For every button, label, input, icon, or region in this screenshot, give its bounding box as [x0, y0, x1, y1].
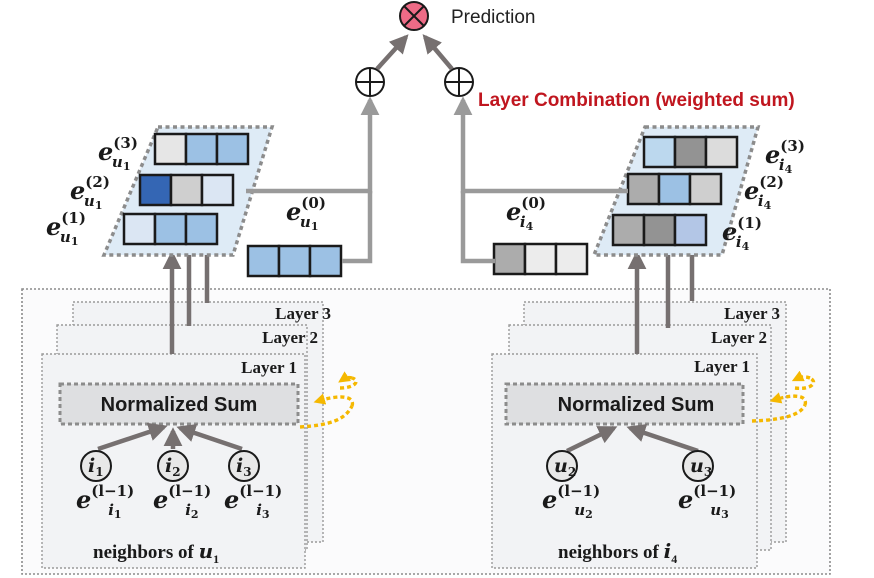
item-embedding-layer-1-label: e(1)i4	[722, 214, 762, 253]
item-normalized-sum-label: Normalized Sum	[558, 394, 715, 416]
item-neighbor-node	[546, 450, 578, 482]
user-embedding-layer-1-cell	[184, 212, 219, 246]
user-neighbor-embedding-label: e(l−1)i2	[153, 482, 211, 521]
user-embedding-layer-2-label: e(2)u1	[70, 173, 110, 212]
prediction-label: Prediction	[451, 7, 536, 28]
item-embedding-initial-label: e(0)i4	[506, 194, 546, 233]
user-embedding-layer-3-cell	[184, 132, 219, 166]
item-embedding-initial-cell	[492, 242, 527, 276]
item-neighbor-embedding-label: e(l−1)u3	[678, 482, 736, 521]
user-neighbor-3: i3 e(l−1)i3	[224, 450, 282, 521]
layer-combination-label: Layer Combination (weighted sum)	[478, 90, 795, 111]
user-embedding-initial-label: e(0)u1	[286, 194, 326, 233]
user-embedding-labels: e(3)u1e(2)u1e(1)u1 e(0)u1	[46, 134, 326, 248]
item-embedding-initial	[492, 242, 589, 276]
combination-arrows	[246, 96, 628, 264]
user-iteration-loop-icon	[299, 371, 358, 429]
item-embedding-layer-1	[611, 213, 708, 247]
item-embedding-layer-3-cell	[642, 135, 677, 169]
user-normalized-sum-label: Normalized Sum	[101, 394, 258, 416]
user-neighbor-1: i1 e(l−1)i1	[76, 450, 134, 521]
user-embedding-initial-cell	[246, 244, 281, 278]
item-neighbors-caption: neighbors of i4	[558, 539, 677, 566]
prediction-node-icon	[399, 1, 429, 31]
user-embedding-layer-1-label: e(1)u1	[46, 209, 86, 248]
user-neighbor-node-label: i2	[165, 455, 181, 479]
user-layer-3-label: Layer 3	[275, 304, 331, 323]
user-embedding-layer-3-cell	[215, 132, 250, 166]
item-iteration-loop-icon	[751, 370, 816, 423]
item-embedding-layer-2-cell	[657, 172, 692, 206]
item-layer-1-label: Layer 1	[694, 357, 750, 376]
user-embedding-layer-2-cell	[138, 173, 173, 207]
item-neighbor-1: u2 e(l−1)u2	[542, 450, 600, 521]
item-embedding-layer-3-label: e(3)i4	[765, 137, 805, 176]
item-normalized-sum-box	[504, 382, 745, 426]
item-sum-node	[444, 67, 474, 97]
user-embedding-layer-1-cell	[153, 212, 188, 246]
user-normalized-sum-box	[58, 382, 300, 426]
user-neighbors-caption: neighbors of u1	[93, 539, 219, 566]
user-layer-stack: Layer 3 Layer 2 Layer 1 Normalized Sum	[41, 301, 331, 569]
user-embedding-initial	[246, 244, 343, 278]
item-embedding-layer-3-cell	[704, 135, 739, 169]
user-neighbors: i1 e(l−1)i1 i2 e(l−1)i2 i3 e(l−1)i3	[76, 450, 282, 521]
user-embedding-layer-1-cell	[122, 212, 157, 246]
user-sum-node	[355, 67, 385, 97]
item-neighbor-node-label: u3	[690, 455, 712, 479]
user-neighbor-node-label: i3	[236, 455, 252, 479]
item-neighbors: u2 e(l−1)u2 u3 e(l−1)u3	[542, 450, 736, 521]
item-embedding-layer-1-cell	[642, 213, 677, 247]
user-embedding-initial-cell	[277, 244, 312, 278]
user-embedding-layer-3-cell	[153, 132, 188, 166]
user-embedding-initial-cell	[308, 244, 343, 278]
user-neighbor-node	[80, 450, 112, 482]
item-neighbor-node-label: u2	[554, 455, 576, 479]
item-embedding-layer-2-cell	[688, 172, 723, 206]
user-neighbor-embedding-label: e(l−1)i1	[76, 482, 134, 521]
user-embedding-layer-2-cell	[200, 173, 235, 207]
item-embedding-layer-2	[626, 172, 723, 206]
user-neighbor-2: i2 e(l−1)i2	[153, 450, 211, 521]
item-embedding-layer-3-cell	[673, 135, 708, 169]
item-neighbor-embedding-label: e(l−1)u2	[542, 482, 600, 521]
item-layer-2-label: Layer 2	[711, 328, 767, 347]
item-neighbor-node	[682, 450, 714, 482]
user-neighbor-arrows	[97, 422, 243, 452]
item-embedding-layer-2-label: e(2)i4	[744, 173, 784, 212]
user-neighbor-node	[157, 450, 189, 482]
item-neighbor-arrows	[566, 423, 699, 454]
item-embedding-initial-cell	[523, 242, 558, 276]
user-embedding-rows	[122, 132, 343, 278]
item-layer-3-label: Layer 3	[724, 304, 780, 323]
user-neighbor-node	[228, 450, 260, 482]
user-embedding-layer-2-cell	[169, 173, 204, 207]
item-embedding-layer-3	[642, 135, 739, 169]
user-neighbor-node-label: i1	[88, 455, 104, 479]
user-embedding-layer-3-label: e(3)u1	[98, 134, 138, 173]
item-embedding-labels: e(3)i4e(2)i4e(1)i4 e(0)i4	[506, 137, 805, 253]
user-embedding-layer-1	[122, 212, 219, 246]
prediction-arrows	[375, 34, 454, 71]
user-layer-1-label: Layer 1	[241, 358, 297, 377]
user-layer-2-label: Layer 2	[262, 328, 318, 347]
item-embedding-layer-1-cell	[673, 213, 708, 247]
user-embedding-layer-2	[138, 173, 235, 207]
user-embedding-layer-3	[153, 132, 250, 166]
item-embedding-initial-cell	[554, 242, 589, 276]
user-neighbor-embedding-label: e(l−1)i3	[224, 482, 282, 521]
item-neighbor-2: u3 e(l−1)u3	[678, 450, 736, 521]
item-embedding-layer-1-cell	[611, 213, 646, 247]
item-embedding-layer-2-cell	[626, 172, 661, 206]
item-embedding-rows	[492, 135, 739, 276]
